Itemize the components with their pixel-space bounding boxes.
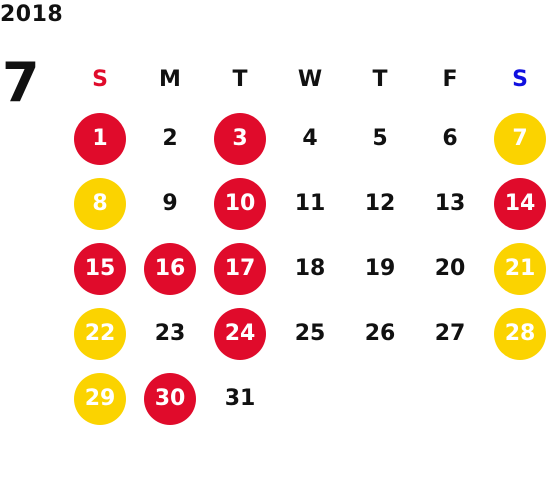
- calendar-cell: 14: [485, 177, 548, 230]
- calendar-cell: 9: [135, 178, 205, 230]
- calendar-day-17[interactable]: 17: [214, 242, 266, 295]
- calendar-cell: 5: [345, 113, 415, 165]
- calendar-day-26[interactable]: 26: [364, 321, 396, 346]
- calendar-cell: 28: [485, 307, 548, 360]
- year-label: 2018: [0, 2, 64, 27]
- calendar-day-15[interactable]: 15: [74, 242, 126, 295]
- month-number: 7: [2, 51, 40, 114]
- calendar-cell: 30: [135, 372, 205, 425]
- calendar-day-8[interactable]: 8: [74, 177, 126, 230]
- weekday-monday: M: [159, 66, 181, 92]
- calendar-cell: 23: [135, 308, 205, 360]
- calendar-cell: 11: [275, 178, 345, 230]
- calendar-day-9[interactable]: 9: [162, 191, 178, 216]
- weekday-thursday: T: [372, 66, 388, 92]
- calendar-day-30[interactable]: 30: [144, 372, 196, 425]
- calendar-cell: 16: [135, 242, 205, 295]
- calendar-cell: 24: [205, 307, 275, 360]
- weekday-wednesday: W: [297, 66, 323, 92]
- calendar-cell: 1: [65, 112, 135, 165]
- calendar-day-3[interactable]: 3: [214, 112, 266, 165]
- calendar-day-18[interactable]: 18: [294, 256, 326, 281]
- calendar-week-row: 29 30 31: [65, 366, 548, 431]
- calendar-cell: 25: [275, 308, 345, 360]
- calendar-cell: 26: [345, 308, 415, 360]
- calendar-day-1[interactable]: 1: [74, 112, 126, 165]
- calendar-day-10[interactable]: 10: [214, 177, 266, 230]
- weekday-saturday: S: [512, 66, 528, 92]
- weekday-sunday: S: [92, 66, 108, 92]
- calendar-cell: 12: [345, 178, 415, 230]
- calendar-cell: 18: [275, 243, 345, 295]
- calendar-cell: 3: [205, 112, 275, 165]
- calendar-day-27[interactable]: 27: [434, 321, 466, 346]
- weekday-friday: F: [442, 66, 458, 92]
- calendar-cell: 4: [275, 113, 345, 165]
- calendar-day-13[interactable]: 13: [434, 191, 466, 216]
- calendar-week-row: 1 2 3 4 5 6 7: [65, 106, 548, 171]
- calendar-day-14[interactable]: 14: [494, 177, 546, 230]
- calendar-cell: 31: [205, 373, 275, 425]
- calendar-day-23[interactable]: 23: [154, 321, 186, 346]
- calendar-day-24[interactable]: 24: [214, 307, 266, 360]
- calendar-cell: 21: [485, 242, 548, 295]
- calendar-week-row: 8 9 10 11 12 13 14: [65, 171, 548, 236]
- calendar-cell: 13: [415, 178, 485, 230]
- calendar-day-28[interactable]: 28: [494, 307, 546, 360]
- calendar-day-6[interactable]: 6: [442, 126, 458, 151]
- calendar-week-row: 22 23 24 25 26 27 28: [65, 301, 548, 366]
- calendar-day-22[interactable]: 22: [74, 307, 126, 360]
- calendar-cell: 2: [135, 113, 205, 165]
- calendar-cell: 10: [205, 177, 275, 230]
- calendar-day-4[interactable]: 4: [302, 126, 318, 151]
- calendar-day-7[interactable]: 7: [494, 112, 546, 165]
- calendar-day-20[interactable]: 20: [434, 256, 466, 281]
- calendar-cell: 6: [415, 113, 485, 165]
- calendar-day-25[interactable]: 25: [294, 321, 326, 346]
- calendar-day-12[interactable]: 12: [364, 191, 396, 216]
- calendar-day-11[interactable]: 11: [294, 191, 326, 216]
- calendar-week-row: 15 16 17 18 19 20 21: [65, 236, 548, 301]
- calendar-cell: 29: [65, 372, 135, 425]
- calendar-cell: 20: [415, 243, 485, 295]
- calendar-cell: 22: [65, 307, 135, 360]
- calendar-day-31[interactable]: 31: [224, 386, 256, 411]
- calendar-day-16[interactable]: 16: [144, 242, 196, 295]
- calendar-day-2[interactable]: 2: [162, 126, 178, 151]
- calendar-cell: 17: [205, 242, 275, 295]
- calendar-cell: 7: [485, 112, 548, 165]
- calendar-cell: 19: [345, 243, 415, 295]
- calendar-cell: 15: [65, 242, 135, 295]
- calendar-day-21[interactable]: 21: [494, 242, 546, 295]
- calendar-day-5[interactable]: 5: [372, 126, 388, 151]
- calendar-cell: 8: [65, 177, 135, 230]
- calendar-day-29[interactable]: 29: [74, 372, 126, 425]
- calendar-day-19[interactable]: 19: [364, 256, 396, 281]
- weekday-tuesday: T: [232, 66, 248, 92]
- calendar-cell: 27: [415, 308, 485, 360]
